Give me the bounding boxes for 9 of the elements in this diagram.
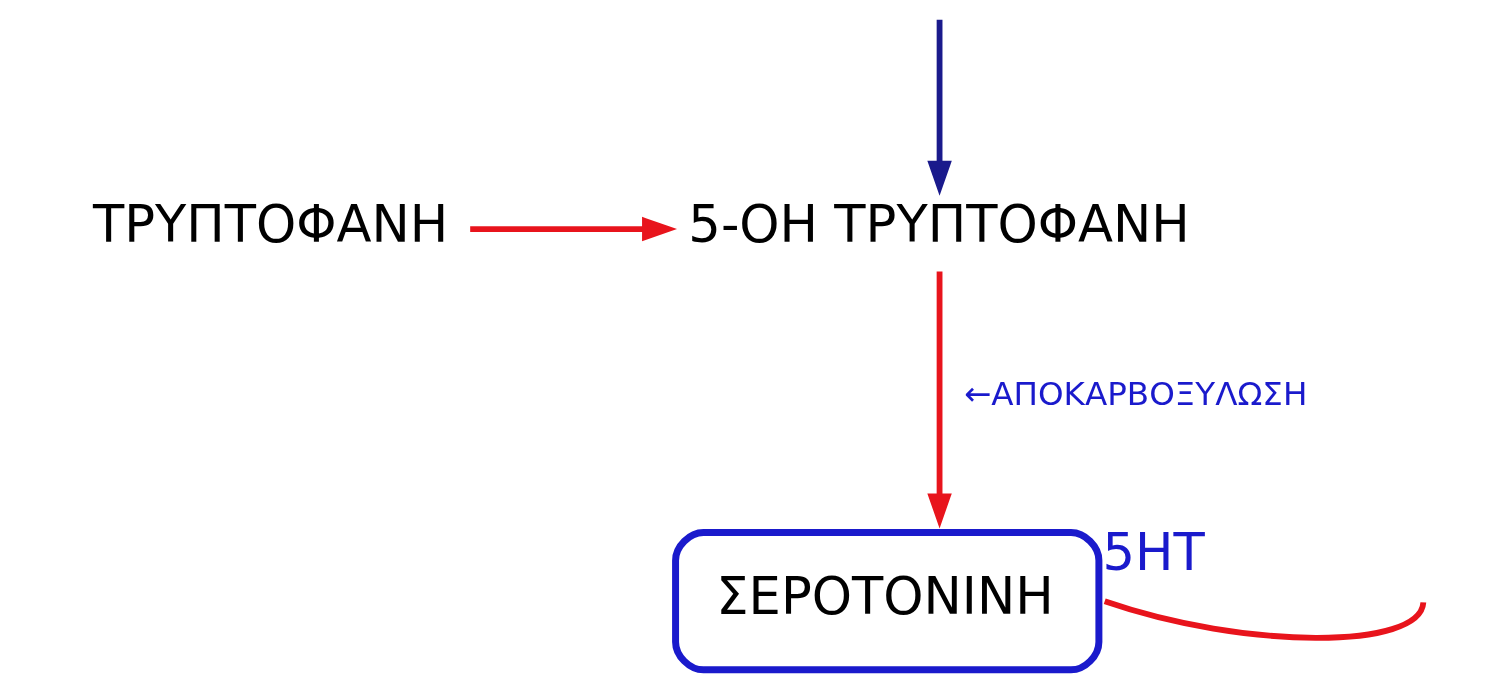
- connector: [1103, 598, 1427, 641]
- node-text: ΤΡΥΠΤΟΦΑΝΗ: [92, 195, 449, 255]
- node-label: 5HT: [1102, 523, 1205, 583]
- edge-label: ←ΑΠΟΚΑΡΒΟΞΥΛΩΣΗ: [963, 375, 1308, 414]
- node-box: ΣΕΡΟΤΟΝΙΝΗ: [672, 529, 1103, 674]
- arrow: [470, 216, 677, 242]
- node-text: 5-ΟΗ ΤΡΥΠΤΟΦΑΝΗ: [688, 195, 1190, 255]
- arrow: [927, 19, 952, 196]
- arrow: [927, 271, 952, 529]
